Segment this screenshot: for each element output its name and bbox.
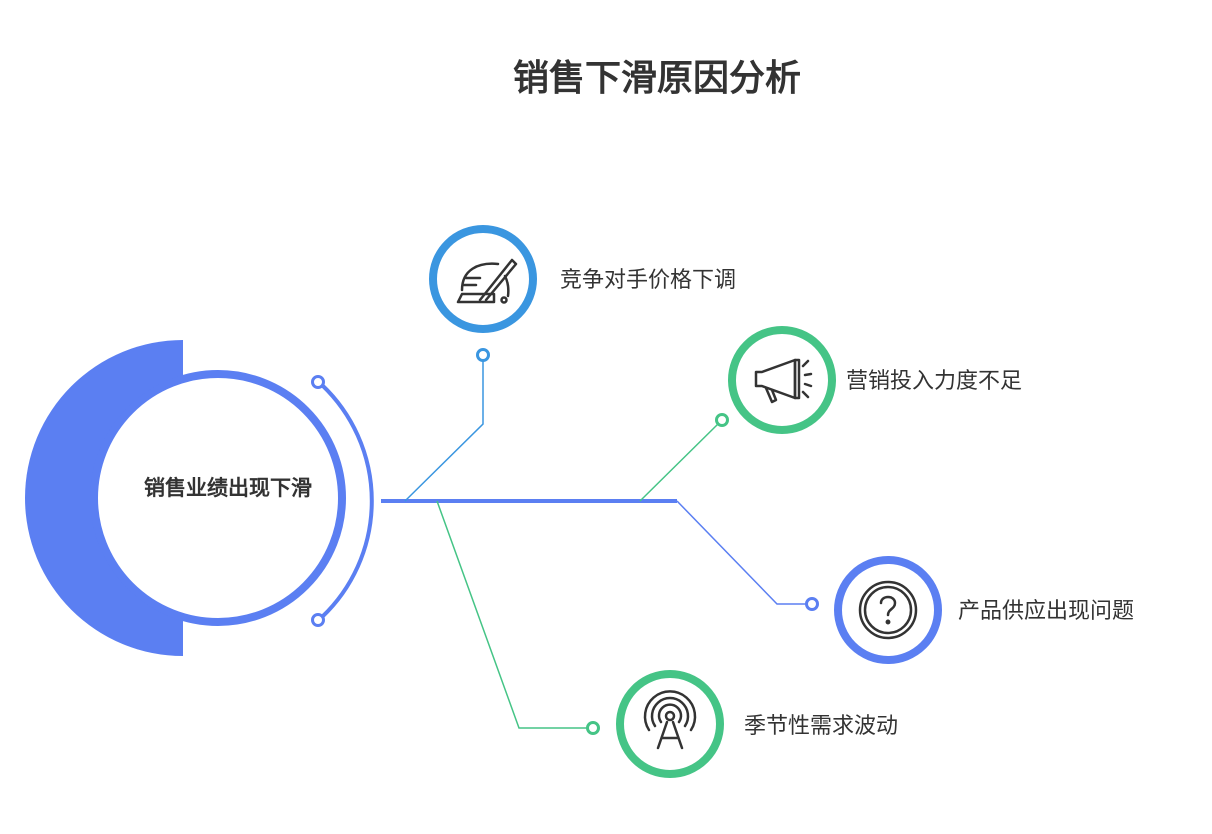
branch-marker	[476, 348, 490, 362]
cause-label: 营销投入力度不足	[846, 369, 1022, 394]
center-label: 销售业绩出现下滑	[144, 476, 312, 500]
cause-label: 竞争对手价格下调	[560, 268, 736, 293]
diagram-title: 销售下滑原因分析	[513, 58, 801, 99]
branch-line	[404, 360, 484, 502]
cause-label: 季节性需求波动	[744, 714, 898, 739]
hub-circle	[90, 370, 346, 626]
center-hub: 销售业绩出现下滑	[25, 340, 374, 656]
arc-end-marker	[311, 375, 325, 389]
branch-marker	[715, 413, 729, 427]
question-icon	[858, 580, 918, 640]
cause-circle	[728, 326, 836, 434]
branch-line	[639, 422, 720, 502]
cause-node-competitor-price: 竞争对手价格下调	[404, 225, 736, 502]
cause-node-supply: 产品供应出现问题	[676, 500, 1134, 664]
branch-marker	[586, 721, 600, 735]
price-cut-icon	[456, 258, 518, 304]
cause-circle	[834, 556, 942, 664]
cause-node-seasonal: 季节性需求波动	[436, 500, 898, 778]
cause-label: 产品供应出现问题	[958, 599, 1134, 624]
branch-marker	[805, 597, 819, 611]
cause-circle	[429, 225, 537, 333]
branch-line	[676, 500, 807, 605]
signal-tower-icon	[643, 690, 697, 750]
hub-outer-arc	[320, 383, 374, 619]
megaphone-icon	[754, 358, 813, 404]
arc-end-marker	[311, 613, 325, 627]
cause-circle	[616, 670, 724, 778]
cause-node-marketing: 营销投入力度不足	[639, 326, 1022, 502]
branch-line	[436, 500, 588, 729]
